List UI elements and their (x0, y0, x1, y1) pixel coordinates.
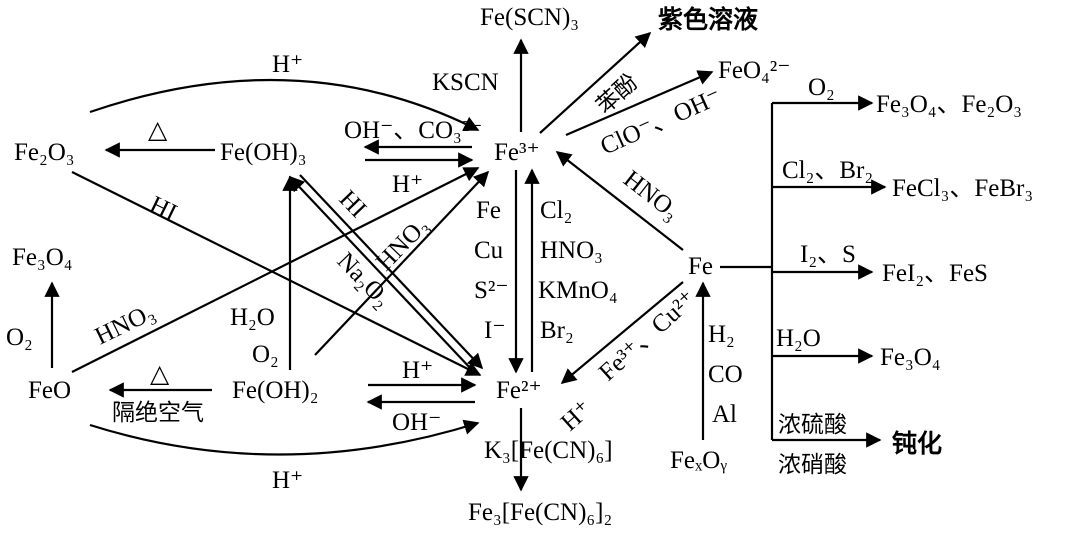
label-conc-hno3: 浓硝酸 (778, 452, 847, 478)
node-fe3o4-left: Fe₃O₄ (12, 244, 73, 271)
label-reducing-agent-2: CO (708, 361, 743, 388)
label-h-plus-bottom: H⁺ (272, 467, 303, 494)
node-fe-scn3: Fe(SCN)₃ (480, 4, 579, 31)
node-fe: Fe (688, 253, 713, 280)
arrow-feo-to-fe2-curve (89, 419, 480, 456)
arrow-fe3-to-feo4 (565, 70, 714, 137)
label-reductant-1: Fe (476, 197, 501, 224)
node-fei2-fes: FeI₂、FeS (882, 260, 988, 287)
node-feoh3: Fe(OH)₃ (220, 139, 306, 166)
label-hi-1: HI (145, 191, 181, 227)
node-ferricyanide-precipitate: Fe₃[Fe(CN)₆]₂ (468, 499, 612, 526)
label-layer: H⁺ △ KSCN 苯酚 ClO⁻、OH⁻ OH⁻、CO₃²⁻ H⁺ HI HI… (6, 51, 873, 494)
label-h2o: H₂O (230, 304, 275, 331)
label-hno3-fe: HNO₃ (618, 165, 684, 225)
arrow-fe-to-fe2 (560, 281, 684, 384)
label-isolate-air: 隔绝空气 (112, 400, 204, 426)
arrow-fe2o3-to-fe2 (71, 171, 482, 376)
node-fe3: Fe³⁺ (494, 139, 540, 166)
node-purple-solution: 紫色溶液 (658, 5, 758, 34)
label-h-plus-mid: H⁺ (392, 171, 423, 198)
node-passivation: 钝化 (892, 429, 942, 458)
label-conc-h2so4: 浓硫酸 (778, 412, 847, 438)
label-i2-s: I₂、S (800, 241, 856, 268)
node-fe2: Fe²⁺ (496, 377, 542, 404)
label-h-plus-diag: H⁺ (556, 395, 597, 436)
label-kscn: KSCN (432, 69, 499, 96)
node-fe3o4-fe2o3: Fe₃O₄、Fe₂O₃ (876, 91, 1022, 118)
label-oxidant-1: Cl₂ (540, 197, 572, 224)
node-feo4: FeO₄²⁻ (718, 57, 790, 84)
label-delta-top: △ (148, 117, 168, 144)
node-fe2o3: Fe₂O₃ (14, 139, 75, 166)
node-feoh2: Fe(OH)₂ (232, 377, 318, 404)
node-fe3o4-right: Fe₃O₄ (880, 344, 941, 371)
label-reductant-4: I⁻ (484, 317, 506, 344)
label-o2-right: O₂ (808, 74, 835, 101)
arrow-feo-to-fe3 (71, 167, 480, 373)
label-oxidant-3: KMnO₄ (538, 277, 618, 304)
arrow-fe3-to-purple (539, 31, 652, 134)
label-hno3-left: HNO₃ (91, 299, 159, 351)
label-reducing-agent-3: Al (712, 401, 737, 428)
label-reductant-2: Cu (474, 237, 504, 264)
label-o2-left: O₂ (6, 324, 33, 351)
arrow-fe2-to-feoh3-na2o2 (288, 175, 473, 371)
label-delta-bottom: △ (150, 361, 170, 388)
arrow-layer (44, 31, 887, 492)
label-cl2-br2: Cl₂、Br₂ (782, 157, 873, 184)
label-reducing-agent-1: H₂ (708, 321, 735, 348)
label-h-plus-low: H⁺ (402, 357, 433, 384)
label-reductant-3: S²⁻ (474, 277, 509, 304)
label-oh-minus: OH⁻ (392, 409, 441, 436)
label-oh-co3: OH⁻、CO₃²⁻ (344, 117, 482, 144)
label-h2o-right: H₂O (776, 325, 821, 352)
label-h-plus-top: H⁺ (272, 51, 303, 78)
label-o2-mid: O₂ (252, 341, 279, 368)
arrow-fe2o3-to-fe3-curve (89, 78, 480, 131)
label-oxidant-2: HNO₃ (540, 237, 603, 264)
node-layer: Fe(SCN)₃ 紫色溶液 FeO₄²⁻ Fe₂O₃ Fe(OH)₃ Fe³⁺ … (12, 4, 1033, 526)
node-fecl3-febr3: FeCl₃、FeBr₃ (892, 175, 1033, 202)
node-feo: FeO (28, 377, 71, 404)
label-oxidant-4: Br₂ (540, 317, 574, 344)
arrow-feoh3-to-fe2-hi (299, 174, 484, 370)
arrow-feoh2-to-fe3 (314, 170, 490, 356)
label-hno3-diag: HNO₃ (371, 212, 434, 276)
arrow-fe-to-fe3 (555, 151, 684, 251)
node-fexoy: FeₓOᵧ (670, 447, 727, 474)
label-k3fecn6: K₃[Fe(CN)₆] (484, 437, 613, 464)
